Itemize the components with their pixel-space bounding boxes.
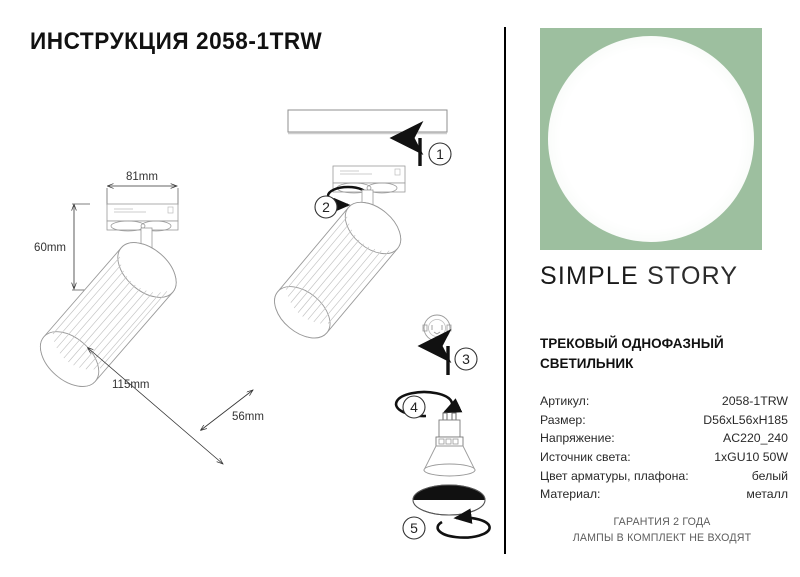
dimension-diameter: 56mm — [201, 390, 264, 430]
dimension-width: 81mm — [106, 171, 179, 205]
svg-text:81mm: 81mm — [126, 171, 158, 183]
table-row: Материал: металл — [540, 485, 788, 504]
table-row: Размер: D56xL56xH185 — [540, 411, 788, 430]
step-1-badge: 1 — [428, 142, 452, 166]
svg-text:56mm: 56mm — [232, 411, 264, 423]
spec-label: Материал: — [540, 487, 601, 502]
table-row: Источник света: 1xGU10 50W — [540, 448, 788, 467]
spec-label: Цвет арматуры, плафона: — [540, 468, 689, 483]
spec-label: Артикул: — [540, 394, 590, 408]
svg-text:115mm: 115mm — [112, 379, 150, 391]
light-glow-circle — [548, 36, 754, 242]
product-brand-image — [540, 28, 762, 250]
spec-label: Источник света: — [540, 450, 631, 465]
lamp-cylinder-left — [40, 242, 177, 387]
svg-text:5: 5 — [410, 520, 418, 536]
track-adapter-assembly — [332, 165, 406, 194]
svg-text:4: 4 — [410, 399, 418, 415]
gu10-bulb — [423, 412, 476, 477]
spec-value: 2058-1TRW — [721, 394, 788, 408]
assembly-drawing: 1 2 — [274, 109, 491, 540]
technical-drawings-panel: 81mm 60mm — [34, 109, 491, 540]
dimension-drawing: 81mm 60mm — [34, 171, 264, 464]
step-5-rotation-arrow — [436, 508, 491, 539]
svg-text:2: 2 — [322, 199, 330, 215]
warranty-line-1: ГАРАНТИЯ 2 ГОДА — [613, 516, 711, 528]
svg-text:3: 3 — [462, 351, 470, 367]
spec-label: Размер: — [540, 412, 586, 427]
product-info-panel: SIMPLE STORY ТРЕКОВЫЙ ОДНОФАЗНЫЙ СВЕТИЛЬ… — [504, 0, 800, 577]
warranty-line-2: ЛАМПЫ В КОМПЛЕКТ НЕ ВХОДЯТ — [572, 532, 752, 545]
spec-value: металл — [746, 487, 788, 502]
lamp-bezel-ring — [412, 484, 486, 516]
track-rail — [287, 109, 448, 135]
spec-value: 1xGU10 50W — [714, 450, 788, 465]
dimension-length: 115mm — [88, 348, 223, 464]
dimension-height: 60mm — [34, 203, 90, 291]
vertical-divider — [504, 27, 506, 554]
lamp-cylinder-assembly — [274, 201, 402, 339]
track-adapter-left — [106, 203, 179, 232]
step-4-badge: 4 — [402, 395, 426, 419]
product-type-line-2: СВЕТИЛЬНИК — [540, 355, 634, 371]
page-title: ИНСТРУКЦИЯ 2058-1TRW — [30, 28, 323, 55]
step-3-badge: 3 — [454, 347, 478, 371]
table-row: Цвет арматуры, плафона: белый — [540, 467, 788, 486]
spec-value: D56xL56xH185 — [703, 412, 788, 427]
spec-value: AC220_240 — [723, 431, 788, 446]
svg-text:60mm: 60mm — [34, 242, 66, 254]
product-type-line-1: ТРЕКОВЫЙ ОДНОФАЗНЫЙ — [540, 336, 724, 351]
brand-wordmark: SIMPLE STORY — [540, 262, 738, 291]
spec-label: Напряжение: — [540, 431, 615, 446]
step-5-badge: 5 — [402, 516, 426, 540]
warranty-note: ГАРАНТИЯ 2 ГОДА ЛАМПЫ В КОМПЛЕКТ НЕ ВХОД… — [524, 514, 800, 547]
lamp-socket — [422, 314, 452, 342]
specification-table: Артикул: 2058-1TRW Размер: D56xL56xH185 … — [540, 392, 788, 504]
spec-value: белый — [751, 468, 788, 483]
table-row: Артикул: 2058-1TRW — [540, 392, 788, 411]
table-row: Напряжение: AC220_240 — [540, 429, 788, 448]
step-2-badge: 2 — [314, 195, 338, 219]
svg-text:1: 1 — [436, 146, 444, 162]
brand-word-primary: SIMPLE — [540, 262, 639, 290]
product-type-heading: ТРЕКОВЫЙ ОДНОФАЗНЫЙ СВЕТИЛЬНИК — [540, 334, 790, 373]
brand-word-secondary: STORY — [647, 262, 739, 290]
